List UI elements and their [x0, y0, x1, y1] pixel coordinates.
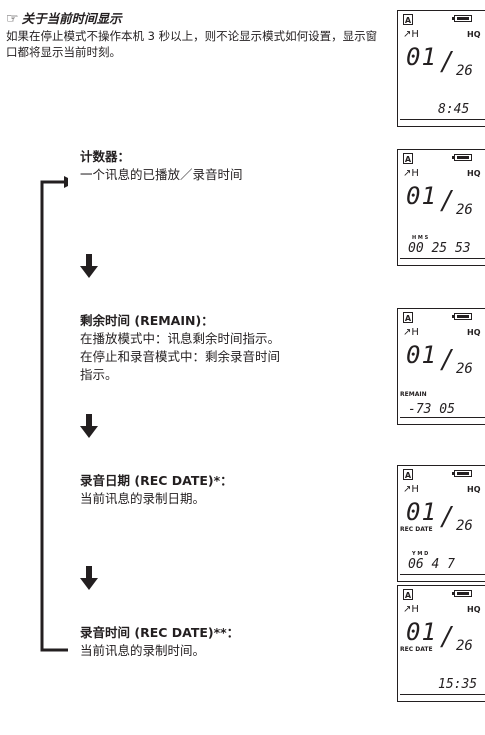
lcd-counter: 00 25 53: [408, 241, 471, 256]
quality-indicator: HQ: [467, 169, 481, 178]
remain-section: 剩余时间 (REMAIN)： 在播放模式中：讯息剩余时间指示。在停止和录音模式中…: [80, 312, 380, 384]
hms-markers: H M S: [412, 235, 429, 241]
battery-icon: [452, 313, 472, 320]
message-number: 01: [406, 182, 437, 210]
mic-sensitivity-icon: ↗H: [403, 484, 419, 495]
battery-icon: [452, 470, 472, 477]
lcd-date: 06 4 7: [408, 557, 455, 572]
lcd-time: 8:45: [438, 102, 470, 117]
remain-desc: 在播放模式中：讯息剩余时间指示。在停止和录音模式中：剩余录音时间指示。: [80, 331, 281, 382]
mic-sensitivity-icon: ↗H: [403, 168, 419, 179]
lcd-rec-time: 15:35: [438, 677, 478, 692]
rec-date-section: 录音日期 (REC DATE)*： 当前讯息的录制日期。: [80, 472, 380, 508]
pointing-hand-icon: ☞: [6, 11, 19, 27]
quality-indicator: HQ: [467, 605, 481, 614]
section-heading: ☞关于当前时间显示: [6, 8, 122, 27]
battery-icon: [452, 154, 472, 161]
counter-desc: 一个讯息的已播放／录音时间: [80, 167, 243, 182]
folder-icon: A: [403, 469, 413, 480]
rec-time-title: 录音时间 (REC DATE)**：: [80, 625, 240, 640]
folder-icon: A: [403, 153, 413, 164]
message-number: 01: [406, 43, 437, 71]
rec-date-label: REC DATE: [400, 646, 433, 653]
down-arrow-icon: [80, 414, 98, 438]
total-messages: 26: [456, 202, 473, 218]
bracket-arrowhead: [64, 176, 68, 188]
lcd-panel-rec-date: A ↗H HQ 01 / 26 REC DATE Y M D 06 4 7: [397, 465, 485, 582]
rec-date-desc: 当前讯息的录制日期。: [80, 491, 206, 506]
folder-icon: A: [403, 589, 413, 600]
folder-icon: A: [403, 312, 413, 323]
lcd-panel-rec-time: A ↗H HQ 01 / 26 REC DATE 15:35: [397, 585, 485, 702]
intro-paragraph: 如果在停止模式不操作本机 3 秒以上，则不论显示模式如何设置，显示窗口都将显示当…: [6, 29, 378, 59]
total-messages: 26: [456, 63, 473, 79]
ymd-markers: Y M D: [412, 551, 429, 557]
quality-indicator: HQ: [467, 328, 481, 337]
total-messages: 26: [456, 518, 473, 534]
mic-sensitivity-icon: ↗H: [403, 327, 419, 338]
remain-title: 剩余时间 (REMAIN)：: [80, 313, 214, 328]
battery-icon: [452, 590, 472, 597]
rec-date-title: 录音日期 (REC DATE)*：: [80, 473, 233, 488]
rec-date-label: REC DATE: [400, 526, 433, 533]
down-arrow-icon: [80, 566, 98, 590]
lcd-panel-clock: A ↗H HQ 01 / 26 8:45: [397, 10, 485, 127]
counter-section: 计数器： 一个讯息的已播放／录音时间: [80, 148, 380, 184]
lcd-panel-counter: A ↗H HQ 01 / 26 H M S 00 25 53: [397, 149, 485, 266]
total-messages: 26: [456, 638, 473, 654]
folder-icon: A: [403, 14, 413, 25]
message-number: 01: [406, 341, 437, 369]
quality-indicator: HQ: [467, 485, 481, 494]
mic-sensitivity-icon: ↗H: [403, 29, 419, 40]
message-number: 01: [406, 498, 437, 526]
cycle-bracket: [40, 176, 68, 652]
message-number: 01: [406, 618, 437, 646]
total-messages: 26: [456, 361, 473, 377]
battery-icon: [452, 15, 472, 22]
down-arrow-icon: [80, 254, 98, 278]
lcd-panel-remain: A ↗H HQ 01 / 26 REMAIN -73 05: [397, 308, 485, 425]
rec-time-desc: 当前讯息的录制时间。: [80, 643, 206, 658]
heading-text: 关于当前时间显示: [21, 11, 122, 26]
quality-indicator: HQ: [467, 30, 481, 39]
counter-title: 计数器：: [80, 149, 131, 164]
remain-label: REMAIN: [400, 391, 427, 398]
rec-time-section: 录音时间 (REC DATE)**： 当前讯息的录制时间。: [80, 624, 380, 660]
lcd-remain: -73 05: [408, 402, 455, 417]
mic-sensitivity-icon: ↗H: [403, 604, 419, 615]
